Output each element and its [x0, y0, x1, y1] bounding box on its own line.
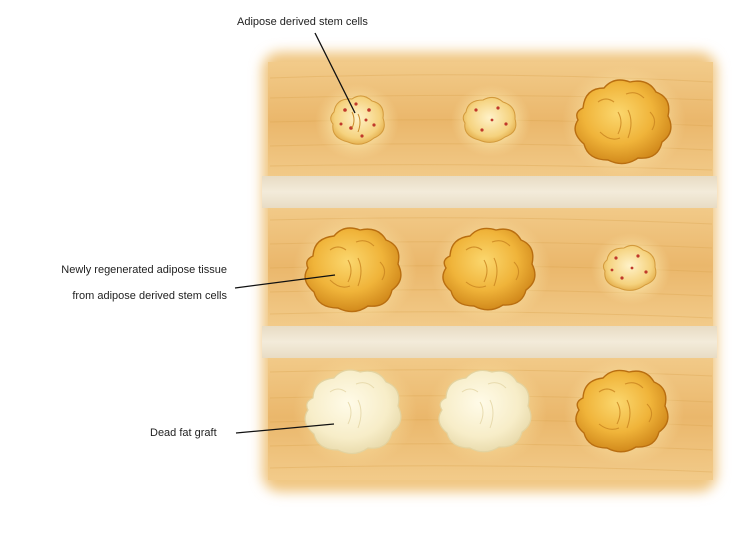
stem-cell-cluster-r1c2	[451, 85, 531, 157]
live-fat-cluster-r3c3	[564, 358, 684, 466]
label-dead-fat-graft: Dead fat graft	[150, 426, 217, 441]
stem-cell-cluster-r1c1	[315, 84, 399, 160]
regenerated-fat-cluster-r2c1	[293, 214, 417, 326]
regenerated-fat-cluster-r2c2	[431, 216, 551, 324]
dead-fat-graft-r3c2	[427, 358, 547, 466]
label-adipose-stem-cells: Adipose derived stem cells	[237, 15, 368, 30]
label-regenerated-tissue-line2: from adipose derived stem cells	[72, 289, 227, 304]
stem-cell-cluster-r2c3	[591, 233, 671, 305]
live-fat-cluster-r1c3	[562, 66, 686, 178]
label-regenerated-tissue-line1: Newly regenerated adipose tissue	[61, 263, 227, 278]
fascia-band-2	[262, 326, 717, 358]
fascia-band-1	[262, 176, 717, 208]
dead-fat-graft-r3c1	[293, 356, 417, 468]
